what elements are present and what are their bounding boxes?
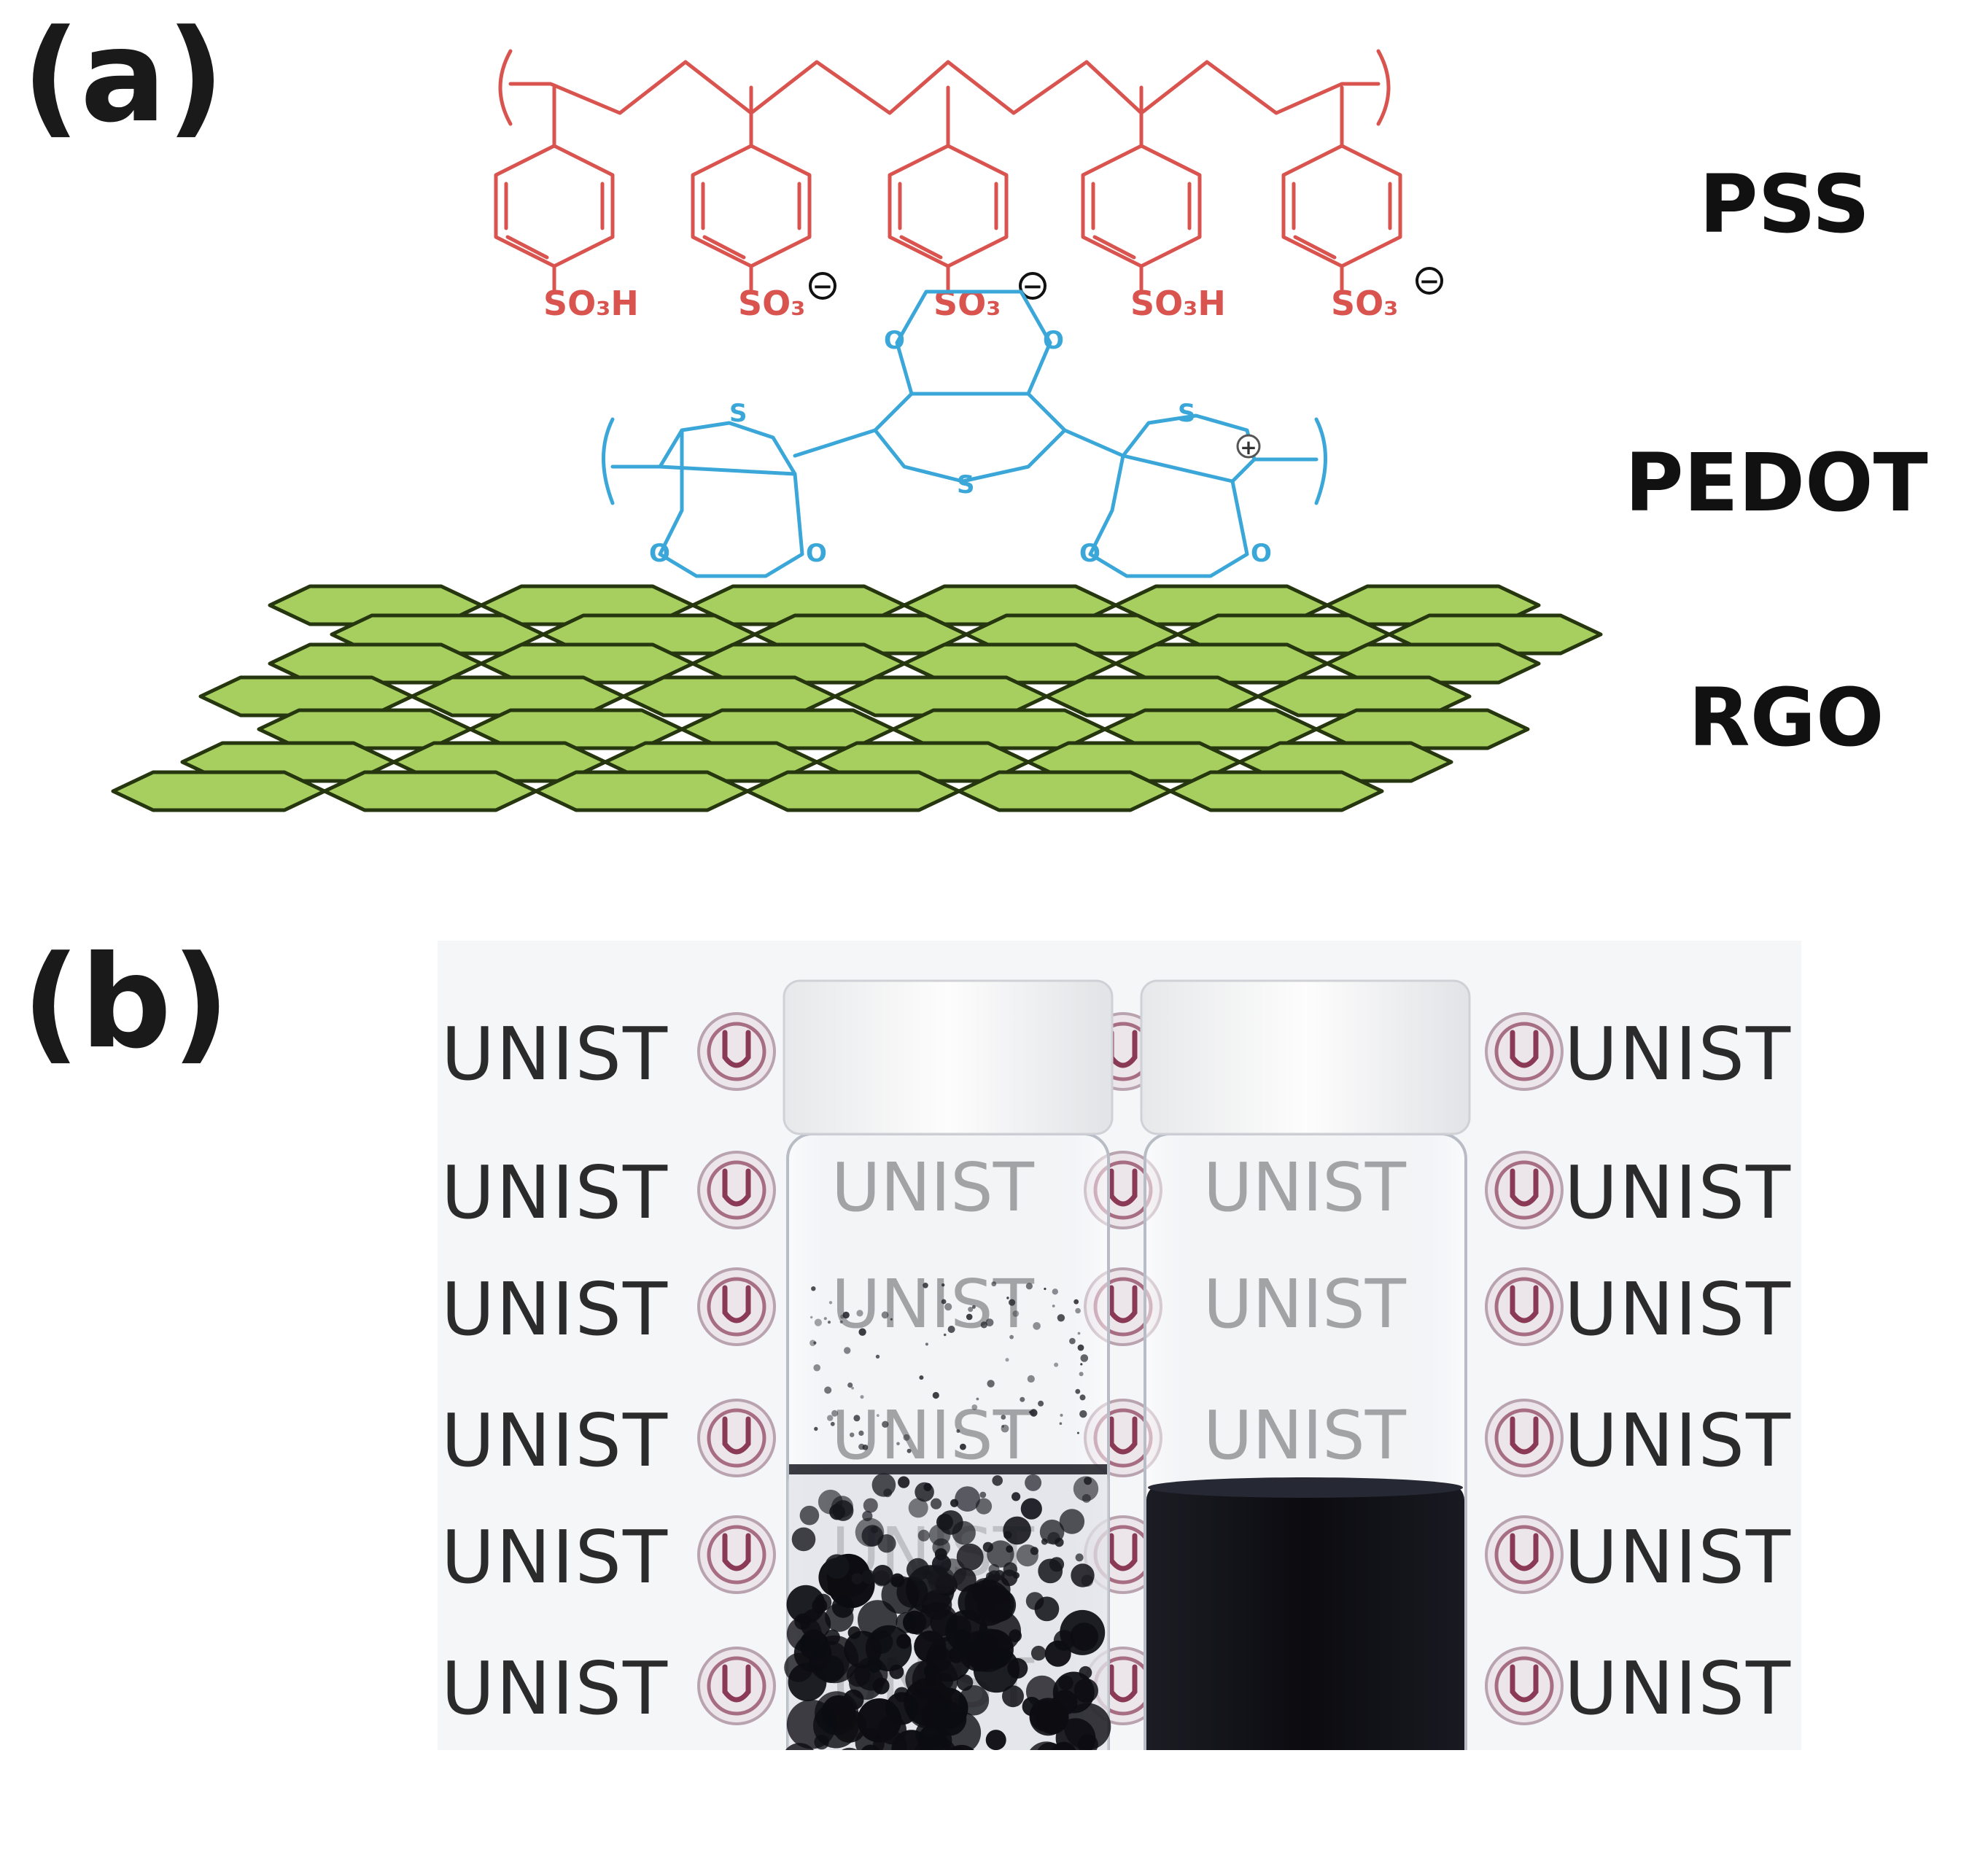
panel-b-label: (b) bbox=[22, 929, 230, 1077]
pedot-bracket-right bbox=[1314, 417, 1327, 505]
brand-logo bbox=[1485, 1515, 1564, 1594]
vial-right-cap bbox=[1140, 979, 1471, 1135]
rgo-hexagon bbox=[957, 770, 1173, 812]
rgo-hexagon bbox=[534, 770, 750, 812]
pss-group-4: SO₃H bbox=[1130, 284, 1226, 323]
brand-text: UNIST bbox=[441, 1646, 669, 1731]
pedot-o-6: O bbox=[1251, 539, 1272, 568]
pedot-structure bbox=[602, 289, 1327, 578]
brand-text: UNIST bbox=[441, 1398, 669, 1483]
brand-text: UNIST bbox=[1564, 1646, 1792, 1731]
pss-bracket-left bbox=[498, 49, 513, 126]
brand-text: UNIST bbox=[1564, 1011, 1792, 1097]
brand-logo bbox=[697, 1515, 776, 1594]
photo-floor bbox=[438, 1750, 1801, 1779]
vial-right bbox=[1140, 979, 1471, 1750]
pss-group-3: SO₃ bbox=[933, 284, 1001, 323]
pss-charge-5: − bbox=[1419, 267, 1440, 296]
pedot-bond-mid-2 bbox=[1063, 428, 1125, 458]
vial-left-surface bbox=[789, 1464, 1107, 1474]
pedot-bracket-left bbox=[602, 417, 615, 505]
pedot-o-1: O bbox=[649, 539, 670, 568]
pss-rings bbox=[494, 85, 1402, 292]
rgo-hexagon bbox=[322, 770, 538, 812]
brand-logo bbox=[1485, 1647, 1564, 1725]
brand-logo bbox=[697, 1399, 776, 1477]
vial-right-meniscus bbox=[1148, 1477, 1463, 1498]
rgo-hexagon bbox=[1168, 770, 1384, 812]
pss-ring-5 bbox=[1281, 85, 1402, 292]
brand-text: UNIST bbox=[1564, 1267, 1792, 1352]
pss-structure bbox=[494, 49, 1402, 292]
pss-ring-4 bbox=[1081, 85, 1202, 292]
pedot-o-3: O bbox=[884, 326, 905, 355]
pedot-thiophene-1 bbox=[658, 421, 797, 476]
pss-charge-2: − bbox=[812, 272, 834, 301]
pedot-thiophene-2 bbox=[873, 392, 1067, 483]
pss-group-labels: SO₃H SO₃ SO₃ SO₃H SO₃ bbox=[543, 284, 1398, 323]
pedot-s-3: S bbox=[1178, 399, 1196, 428]
brand-logo bbox=[1485, 1151, 1564, 1229]
pedot-dioxane-2 bbox=[895, 289, 1052, 396]
pss-bracket-right bbox=[1376, 49, 1391, 126]
photo-content: UNIST UNIST UNIST UNIST UNIST UNIST UNIST UNIST… bbox=[438, 979, 1801, 1779]
vial-right-dispersion bbox=[1146, 1484, 1464, 1750]
brand-text: UNIST bbox=[441, 1150, 669, 1235]
pss-group-2: SO₃ bbox=[738, 284, 805, 323]
pedot-o-2: O bbox=[806, 539, 827, 568]
pss-ring-1 bbox=[494, 85, 615, 292]
rgo-hexagon bbox=[111, 770, 327, 812]
pss-ring-3 bbox=[888, 85, 1009, 292]
vial-left-cap bbox=[783, 979, 1114, 1135]
rgo-hexagon bbox=[745, 770, 961, 812]
layer-label-pedot: PEDOT bbox=[1625, 436, 1928, 529]
brand-text: UNIST bbox=[441, 1267, 669, 1352]
pedot-bond-mid-1 bbox=[793, 428, 877, 458]
brand-logo bbox=[697, 1151, 776, 1229]
pedot-s-2: S bbox=[957, 470, 975, 500]
brand-text: UNIST bbox=[1564, 1398, 1792, 1483]
photo-vials: UNIST UNIST UNIST UNIST UNIST UNIST UNIST UNIST… bbox=[438, 941, 1801, 1779]
vial-left bbox=[783, 979, 1114, 1750]
panel-a-label: (a) bbox=[22, 3, 225, 151]
rgo-sheet bbox=[111, 584, 1603, 812]
brand-logo bbox=[697, 1647, 776, 1725]
brand-text: UNIST bbox=[1564, 1150, 1792, 1235]
pedot-o-4: O bbox=[1043, 326, 1064, 355]
pedot-charge: + bbox=[1240, 435, 1257, 459]
pss-group-1: SO₃H bbox=[543, 284, 639, 323]
pss-group-5: SO₃ bbox=[1331, 284, 1398, 323]
brand-text: UNIST bbox=[441, 1011, 669, 1097]
pss-ring-2 bbox=[691, 85, 812, 292]
pss-backbone bbox=[508, 60, 1381, 115]
pedot-atom-labels: S S S O O O O O O + bbox=[649, 326, 1272, 568]
pss-charge-3: − bbox=[1022, 272, 1044, 301]
pedot-dioxane-1 bbox=[658, 428, 804, 578]
pedot-s-1: S bbox=[729, 399, 748, 428]
rgo-hexagon bbox=[1256, 675, 1472, 718]
layer-label-rgo: RGO bbox=[1688, 671, 1884, 764]
brand-logo bbox=[697, 1012, 776, 1091]
layer-label-pss: PSS bbox=[1699, 158, 1870, 251]
brand-logo bbox=[1485, 1267, 1564, 1346]
pss-charges: − − − bbox=[809, 267, 1443, 301]
brand-logo bbox=[1485, 1012, 1564, 1091]
brand-logo bbox=[697, 1267, 776, 1346]
brand-logo bbox=[1485, 1399, 1564, 1477]
pedot-dioxane-3 bbox=[1088, 454, 1249, 578]
brand-text: UNIST bbox=[441, 1515, 669, 1600]
pedot-o-5: O bbox=[1079, 539, 1100, 568]
brand-text: UNIST bbox=[1564, 1515, 1792, 1600]
vial-left-aggregates bbox=[784, 1281, 1111, 1750]
